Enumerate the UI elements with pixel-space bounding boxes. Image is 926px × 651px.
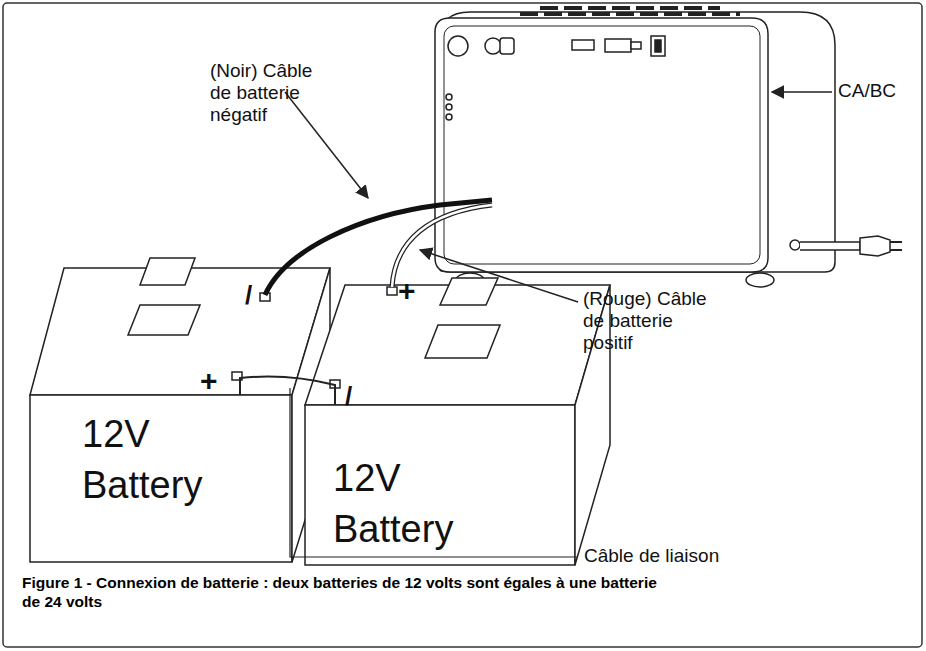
battery-label: 12V Battery — [333, 453, 483, 556]
cable-label: (Rouge) Câble de batterie positif — [583, 288, 723, 354]
cable-label: Câble de liaison — [584, 545, 784, 567]
figure-caption: Figure 1 - Connexion de batterie : deux … — [22, 574, 662, 611]
cable-label: (Noir) Câble de batterie négatif — [210, 60, 330, 126]
polarity-sign: + — [398, 276, 424, 306]
red-cable-fill — [392, 205, 492, 287]
link-cable — [240, 377, 335, 405]
frame — [3, 3, 922, 647]
leader-ca-bc — [772, 91, 832, 93]
leader-negative — [285, 92, 368, 198]
left-battery — [30, 258, 330, 562]
leader-positive — [420, 250, 578, 302]
leader-link — [290, 388, 578, 557]
battery-label: 12V Battery — [82, 409, 232, 512]
polarity-sign: / — [245, 282, 265, 308]
battery-face: 12V Battery — [30, 395, 292, 562]
polarity-sign: / — [345, 383, 365, 409]
battery-face: 12V Battery — [305, 405, 575, 565]
polarity-sign: + — [200, 366, 226, 396]
right-battery — [305, 278, 610, 565]
red-cable — [392, 205, 492, 287]
black-cable — [265, 200, 492, 295]
charger — [435, 8, 902, 287]
device-label: CA/BC — [838, 80, 918, 102]
